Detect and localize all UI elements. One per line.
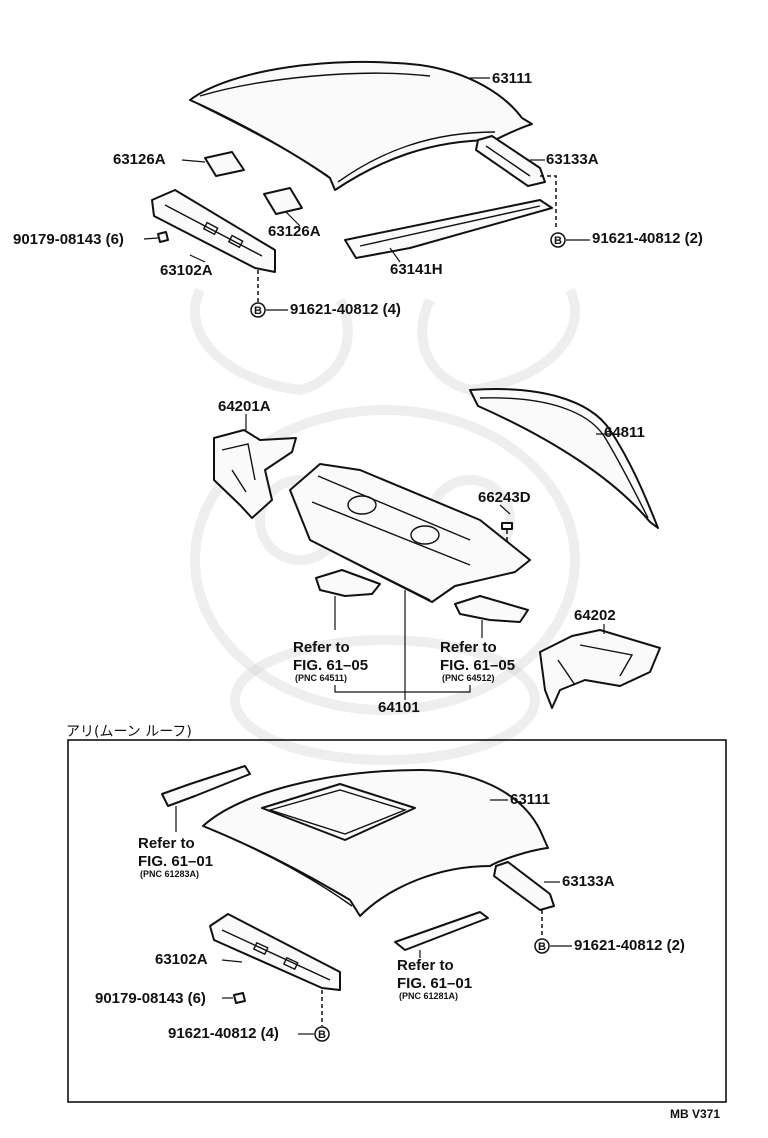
moonroof-bolt-b-left xyxy=(314,1026,330,1042)
tray-bracket-left xyxy=(315,569,381,597)
clip-marker-top xyxy=(157,231,169,243)
label-66243d: 66243D xyxy=(478,489,531,506)
label-64202: 64202 xyxy=(574,607,616,624)
diagram-code: MB V371 xyxy=(670,1107,720,1121)
refer-b-pnc: (PNC 61281A) xyxy=(399,991,458,1001)
label-bolt-bottom-top: 91621-40812 (4) xyxy=(290,301,401,318)
roof-rail-rear xyxy=(475,135,546,187)
top-section: 63111 63126A 63126A 63133A B 91621-40812… xyxy=(13,60,703,318)
label-63102a-top: 63102A xyxy=(160,262,213,279)
refer-right-line2: FIG. 61–05 xyxy=(440,657,515,674)
refer-a-line1: Refer to xyxy=(138,835,195,852)
bolt-b-marker-bottom xyxy=(250,302,266,318)
bolt-b-marker-right xyxy=(550,232,566,248)
front-header-63102a xyxy=(151,189,276,273)
label-bolt-right-top: 91621-40812 (2) xyxy=(592,230,703,247)
sunshade-reinforcement-b xyxy=(263,187,303,215)
middle-section: 64201A 64811 66243D Refer to FIG. 61–0 xyxy=(213,388,661,716)
bolt-b-letter-right: B xyxy=(554,235,562,247)
label-64811: 64811 xyxy=(604,424,645,441)
moonroof-title: アリ(ムーン ルーフ) xyxy=(66,724,192,740)
sunshade-reinforcement-a xyxy=(204,151,245,177)
refer-left-pnc: (PNC 64511) xyxy=(295,673,347,683)
moonroof-bolt-b-left-letter: B xyxy=(318,1029,326,1041)
moonroof-rail-front xyxy=(161,765,251,807)
label-63133a-top: 63133A xyxy=(546,151,599,168)
label-moonroof-63111: 63111 xyxy=(510,791,550,808)
moonroof-bolt-b-right xyxy=(534,938,550,954)
moonroof-front-header xyxy=(209,913,341,991)
back-window-glass-64811 xyxy=(469,388,659,529)
tray-bracket-right xyxy=(454,595,529,623)
refer-a-line2: FIG. 61–01 xyxy=(138,853,213,870)
label-64101: 64101 xyxy=(378,699,420,716)
refer-b-line2: FIG. 61–01 xyxy=(397,975,472,992)
refer-a-pnc: (PNC 61283A) xyxy=(140,869,199,879)
refer-b-line1: Refer to xyxy=(397,957,454,974)
label-63126a-center: 63126A xyxy=(268,223,321,240)
moonroof-clip-marker xyxy=(233,992,246,1004)
moonroof-frame xyxy=(67,739,727,1103)
package-tray-64101 xyxy=(289,463,531,603)
label-clip-top: 90179-08143 (6) xyxy=(13,231,124,248)
plug-66243d xyxy=(501,522,513,530)
moonroof-bolt-b-right-letter: B xyxy=(538,941,546,953)
label-moonroof-bolt-right: 91621-40812 (2) xyxy=(574,937,685,954)
refer-left-line1: Refer to xyxy=(293,639,350,656)
label-moonroof-63102a: 63102A xyxy=(155,951,208,968)
roof-bow-63141h xyxy=(344,199,553,259)
moonroof-variant-box: アリ(ムーン ルーフ) 63111 Refer to FIG. 61–01 (P… xyxy=(66,724,727,1103)
label-moonroof-bolt-left: 91621-40812 (4) xyxy=(168,1025,279,1042)
moonroof-bow xyxy=(394,911,489,951)
label-63126a-left: 63126A xyxy=(113,151,166,168)
refer-right-pnc: (PNC 64512) xyxy=(442,673,495,683)
quarter-inner-left-64201a xyxy=(213,429,297,519)
label-moonroof-63133a: 63133A xyxy=(562,873,615,890)
label-63141h: 63141H xyxy=(390,261,443,278)
label-64201a: 64201A xyxy=(218,398,271,415)
moonroof-roof-panel xyxy=(202,769,549,917)
quarter-inner-right-64202 xyxy=(539,629,661,709)
moonroof-rail-rear xyxy=(493,861,555,911)
label-roof-panel: 63111 xyxy=(492,70,532,87)
bolt-b-letter-bottom: B xyxy=(254,305,262,317)
refer-left-line2: FIG. 61–05 xyxy=(293,657,368,674)
label-moonroof-clip: 90179-08143 (6) xyxy=(95,990,206,1007)
roof-panel-63111 xyxy=(189,60,533,191)
refer-right-line1: Refer to xyxy=(440,639,497,656)
